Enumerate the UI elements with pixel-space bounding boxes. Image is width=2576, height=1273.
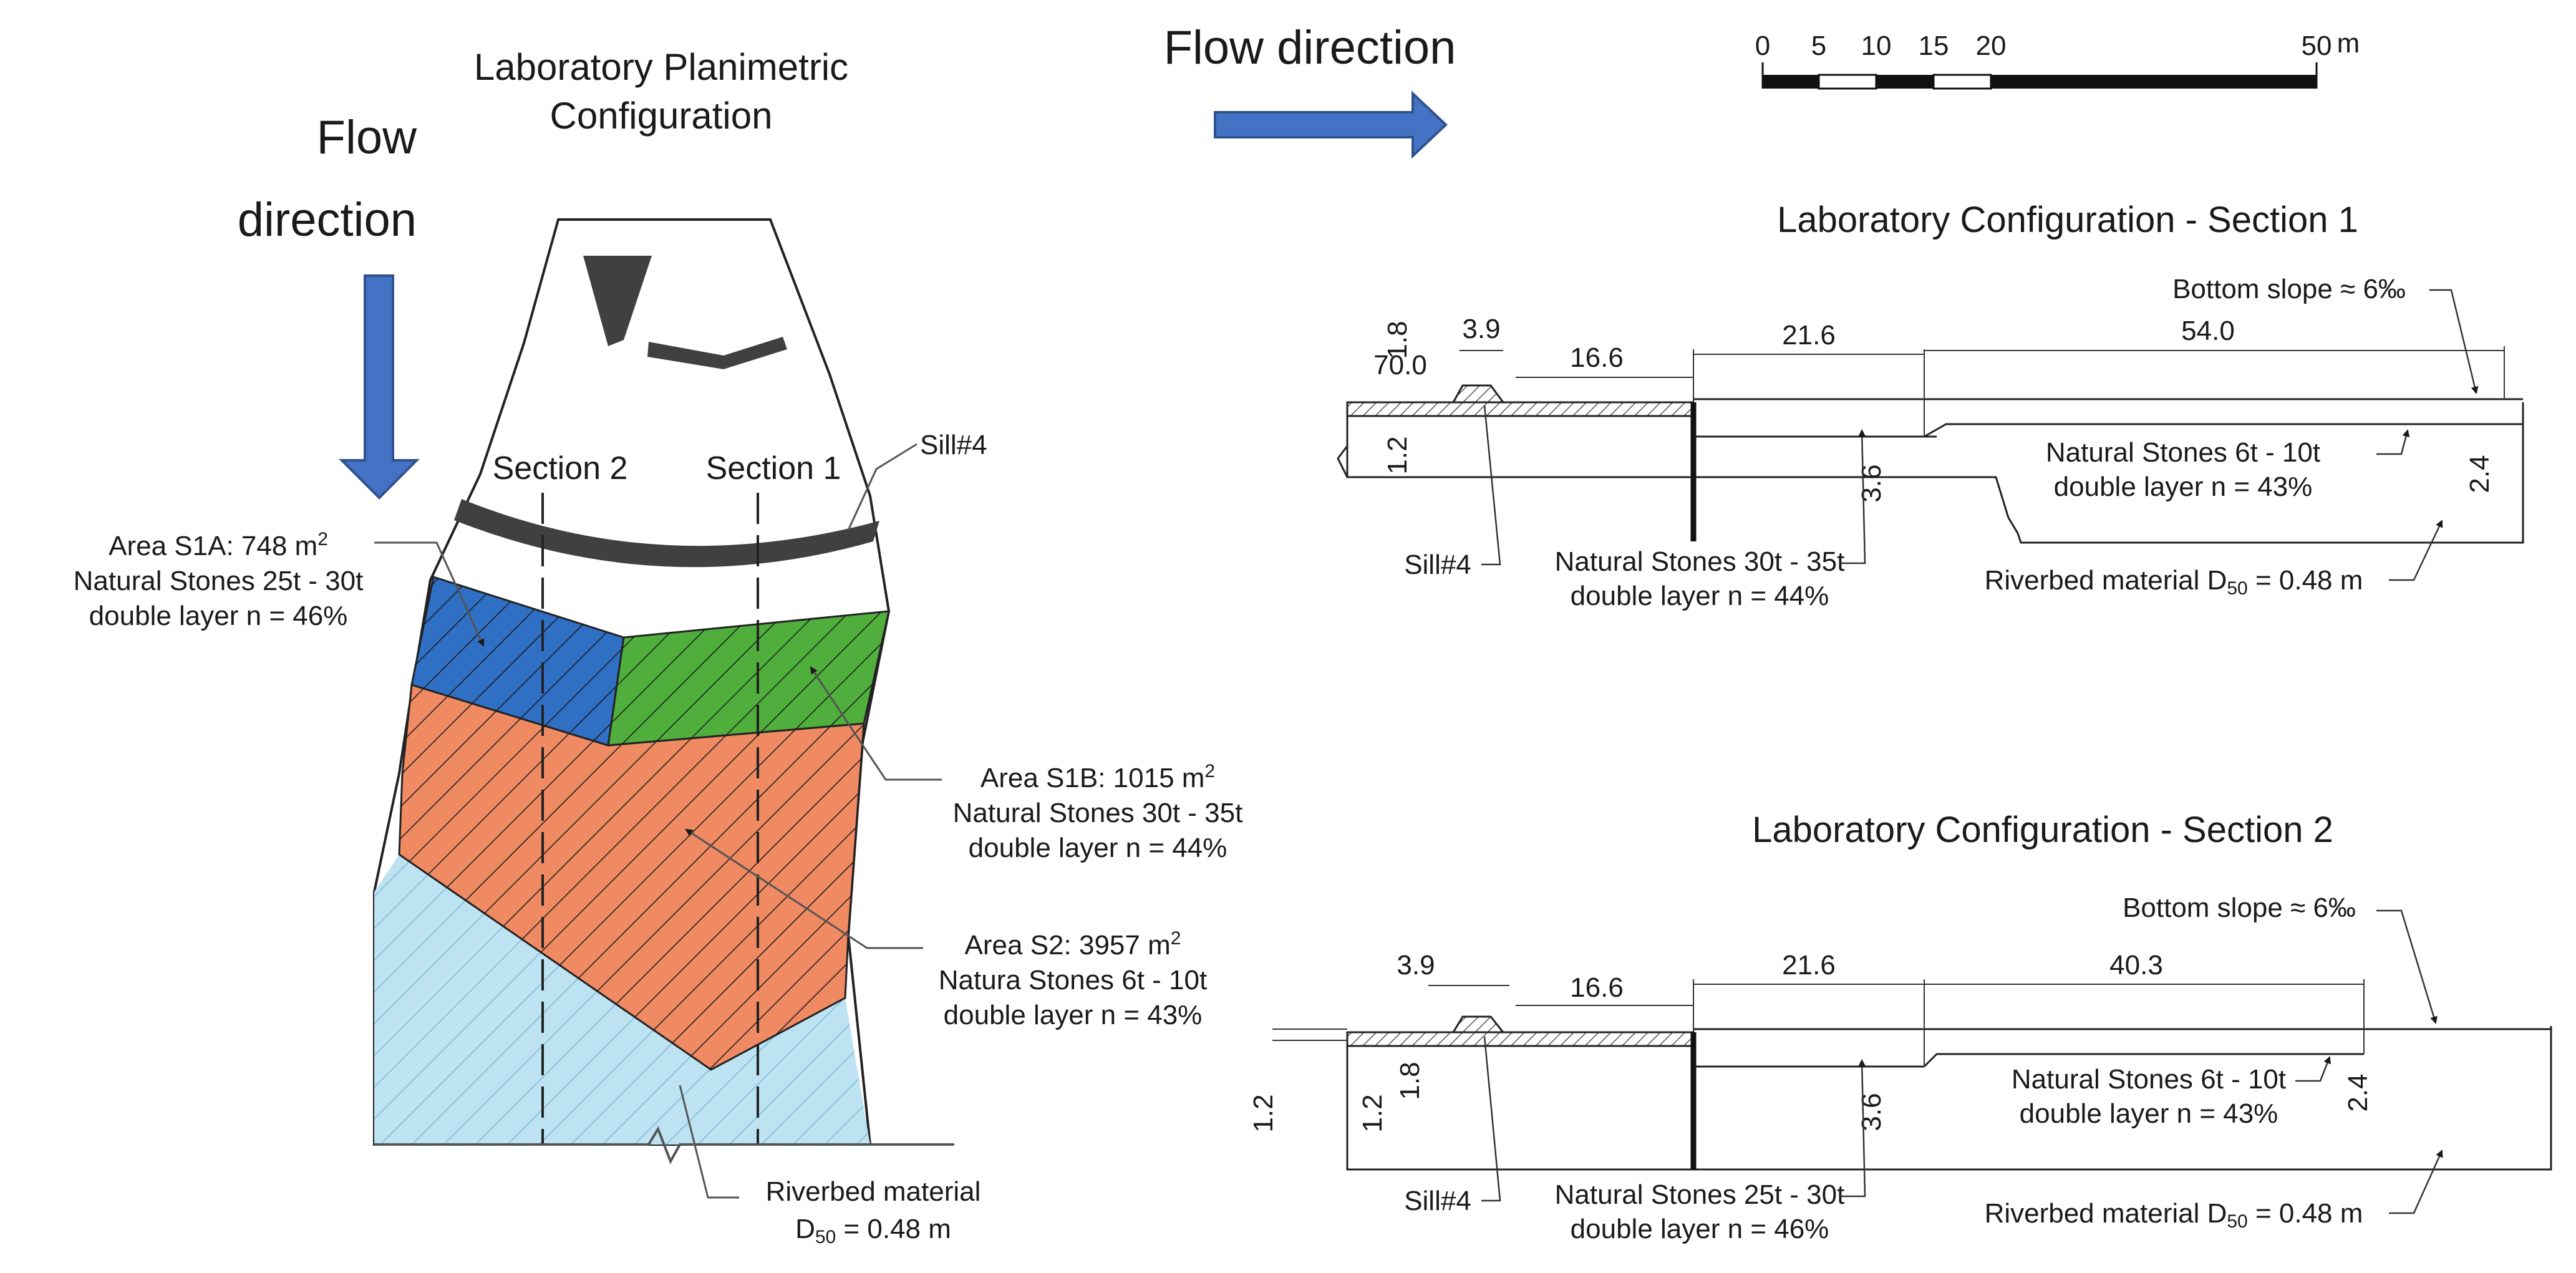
riverbed-leader bbox=[679, 1085, 739, 1199]
s2-dim-3-9: 3.9 bbox=[1397, 950, 1435, 980]
scale-tick-5: 5 bbox=[1811, 31, 1826, 61]
s2-dim-1-8: 1.8 bbox=[1395, 1062, 1425, 1100]
scale-tick-20: 20 bbox=[1976, 31, 2007, 61]
area-s1b-line2: Natural Stones 30t - 35t bbox=[953, 798, 1243, 828]
area-s2-line2: Natura Stones 6t - 10t bbox=[939, 965, 1207, 995]
area-s1a-line2: Natural Stones 25t - 30t bbox=[74, 566, 364, 596]
s1-slope-label: Bottom slope ≈ 6‰ bbox=[2172, 274, 2406, 304]
section2-title: Laboratory Configuration - Section 2 bbox=[1752, 810, 2333, 850]
top-flow: Flow direction bbox=[1164, 21, 1456, 159]
area-s2-line3: double layer n = 43% bbox=[944, 1000, 1203, 1030]
s1-stones-big-line1: Natural Stones 30t - 35t bbox=[1555, 546, 1845, 577]
scale-tick-50: 50 bbox=[2302, 31, 2332, 61]
area-s1b-leader bbox=[810, 666, 942, 781]
s1-dim-54-0: 54.0 bbox=[2181, 316, 2235, 346]
s1-dim-3-6: 3.6 bbox=[1856, 464, 1887, 502]
pier-bar bbox=[647, 337, 787, 369]
s2-dim-2-4: 2.4 bbox=[2343, 1073, 2373, 1111]
section2-label: Section 2 bbox=[493, 450, 628, 486]
area-s1a-line1: Area S1A: 748 m2 bbox=[109, 529, 328, 561]
riverbed-label-line1: Riverbed material bbox=[766, 1176, 981, 1207]
scale-unit: m bbox=[2337, 28, 2360, 59]
s2-dim-21-6: 21.6 bbox=[1782, 950, 1836, 980]
s2-slope-label: Bottom slope ≈ 6‰ bbox=[2123, 893, 2356, 923]
s2-stones-small-line1: Natural Stones 6t - 10t bbox=[2012, 1064, 2286, 1095]
sill-label: Sill#4 bbox=[920, 430, 987, 460]
s2-dim-40-3: 40.3 bbox=[2109, 950, 2163, 980]
section2-sill-bump bbox=[1451, 1015, 1506, 1033]
area-s2-leader bbox=[685, 828, 923, 949]
planimetric-title-line1: Laboratory Planimetric bbox=[474, 46, 848, 88]
s2-dim-1-2-inner: 1.2 bbox=[1357, 1094, 1388, 1132]
planimetric-title-line2: Configuration bbox=[550, 95, 773, 137]
flow-right-arrow-icon bbox=[1214, 90, 1448, 159]
s2-dim-1-2-outer: 1.2 bbox=[1248, 1094, 1279, 1132]
s1-dim-3-9: 3.9 bbox=[1462, 314, 1500, 344]
section2-top-layer bbox=[1346, 1031, 1695, 1047]
section1-view: Laboratory Configuration - Section 1 70.… bbox=[1337, 200, 2524, 611]
area-s1a-line3: double layer n = 46% bbox=[89, 601, 348, 631]
sill-arc bbox=[454, 499, 879, 568]
planimetric-view: Laboratory Planimetric Configuration Flo… bbox=[74, 46, 1243, 1247]
section1-title: Laboratory Configuration - Section 1 bbox=[1777, 200, 2358, 240]
scale-tick-0: 0 bbox=[1755, 31, 1770, 61]
scale-bar: 0 5 10 15 20 50 m bbox=[1755, 28, 2360, 90]
s2-stones-big-line2: double layer n = 46% bbox=[1571, 1214, 1829, 1244]
flow-label-line1: Flow bbox=[317, 111, 418, 164]
s2-stones-small-line2: double layer n = 43% bbox=[2020, 1098, 2278, 1129]
s1-riverbed-label: Riverbed material D50 = 0.48 m bbox=[1985, 565, 2363, 599]
s2-riverbed-label: Riverbed material D50 = 0.48 m bbox=[1985, 1198, 2363, 1232]
s2-stones-big-line1: Natural Stones 25t - 30t bbox=[1555, 1179, 1845, 1210]
scale-tick-15: 15 bbox=[1919, 31, 1949, 61]
section1-sill-bump bbox=[1451, 384, 1505, 404]
scale-tick-10: 10 bbox=[1861, 31, 1892, 61]
section1-body bbox=[1346, 402, 2524, 544]
s1-dim-2-4: 2.4 bbox=[2464, 455, 2495, 493]
s1-dim-1-2: 1.2 bbox=[1382, 436, 1413, 474]
s1-dim-16-6: 16.6 bbox=[1570, 342, 1624, 373]
section1-top-layer bbox=[1346, 401, 1695, 417]
area-s1b-line1: Area S1B: 1015 m2 bbox=[981, 761, 1215, 793]
s1-dim-1-8: 1.8 bbox=[1382, 321, 1413, 359]
s1-dim-21-6: 21.6 bbox=[1782, 320, 1836, 351]
s2-dim-16-6: 16.6 bbox=[1570, 972, 1624, 1003]
s1-dim-70: 70.0 bbox=[1373, 350, 1427, 380]
area-s1a-leader bbox=[374, 541, 485, 647]
area-s2-line1: Area S2: 3957 m2 bbox=[965, 928, 1181, 961]
s1-stones-small-line2: double layer n = 43% bbox=[2054, 472, 2313, 502]
sill-leader bbox=[847, 443, 918, 531]
section1-label: Section 1 bbox=[706, 450, 841, 486]
s2-sill-label: Sill#4 bbox=[1404, 1186, 1471, 1216]
s1-stones-small-line1: Natural Stones 6t - 10t bbox=[2046, 437, 2320, 468]
pier-triangle bbox=[583, 256, 652, 346]
riverbed-label-line2: D50 = 0.48 m bbox=[795, 1214, 951, 1247]
s1-sill-label: Sill#4 bbox=[1404, 549, 1471, 580]
s2-dim-3-6: 3.6 bbox=[1856, 1093, 1887, 1131]
section2-body bbox=[1346, 1026, 2552, 1171]
ground-line bbox=[374, 1126, 954, 1164]
s1-stones-big-line2: double layer n = 44% bbox=[1571, 581, 1829, 611]
area-s1b-line3: double layer n = 44% bbox=[969, 833, 1227, 863]
flow-down-arrow-icon bbox=[339, 274, 420, 500]
section2-view: Laboratory Configuration - Section 2 3.9… bbox=[1248, 810, 2552, 1244]
top-flow-label: Flow direction bbox=[1164, 21, 1456, 74]
flow-label-line2: direction bbox=[238, 193, 417, 246]
